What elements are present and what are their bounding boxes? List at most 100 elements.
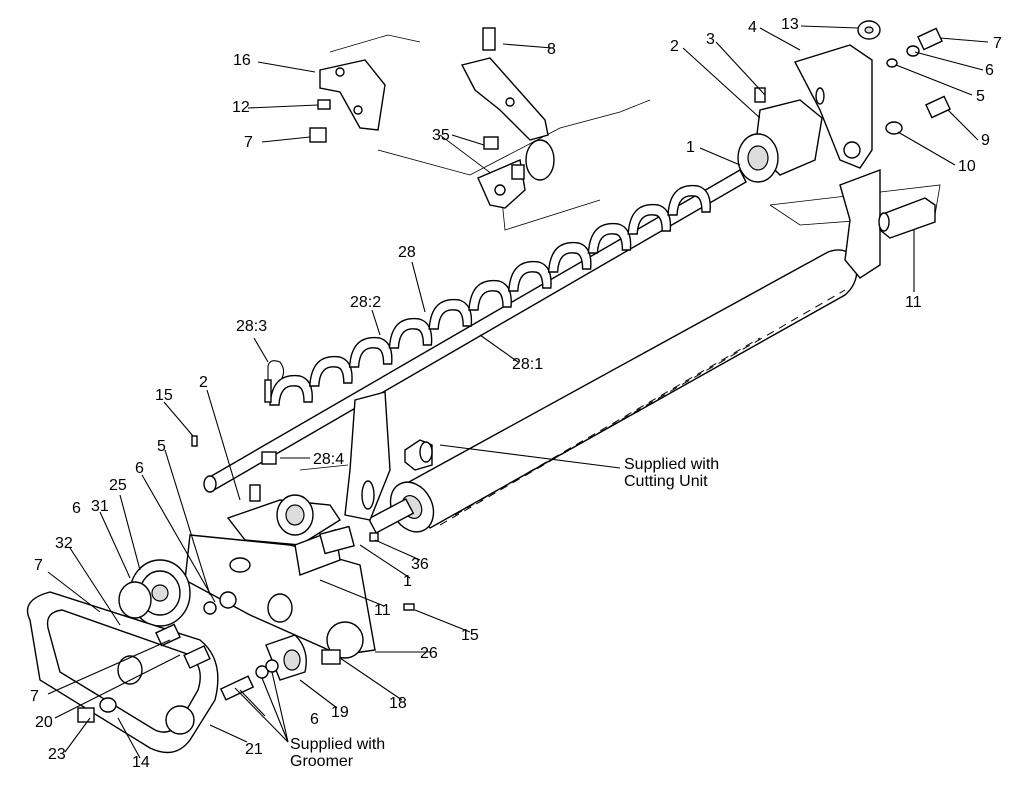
- callout-35: 35: [432, 127, 450, 144]
- upper-right-hardware: [857, 20, 951, 239]
- leader-line: [411, 261, 426, 313]
- leader-line: [206, 389, 241, 501]
- callout-4: 4: [748, 19, 757, 36]
- leader-line: [479, 334, 519, 363]
- callout-9: 9: [981, 132, 990, 149]
- leader-line: [69, 547, 121, 626]
- auger-flight: [269, 374, 313, 406]
- leader-line: [414, 609, 471, 633]
- note-supplied-with-cutting-unit: Supplied with Cutting Unit: [624, 456, 719, 490]
- callout-11-right: 11: [905, 294, 922, 311]
- upper-bearing-assembly: [737, 87, 823, 183]
- callout-16: 16: [233, 52, 251, 69]
- auger-flight: [547, 241, 592, 273]
- callout-28: 28: [398, 244, 416, 261]
- leader-line: [359, 544, 411, 579]
- callout-11-lower: 11: [374, 602, 391, 619]
- callout-10: 10: [958, 158, 976, 175]
- callout-8: 8: [547, 41, 556, 58]
- roller-stud: [404, 439, 433, 471]
- leader-line: [247, 104, 319, 109]
- leader-line: [239, 689, 266, 717]
- leader-line: [319, 579, 385, 607]
- leader-line: [163, 401, 194, 437]
- auger-flight: [508, 260, 552, 292]
- leader-line: [451, 134, 485, 146]
- note-line-2: Groomer: [290, 753, 354, 770]
- callout-28-4: 28:4: [313, 451, 345, 468]
- upper-left-bracket: [309, 59, 386, 143]
- leader-line: [715, 41, 766, 96]
- right-side-plate: [793, 44, 881, 279]
- note-line-1: Supplied with: [624, 456, 720, 473]
- auger-flight: [468, 279, 512, 311]
- callout-6-bottom: 6: [310, 711, 319, 728]
- leader-line: [339, 657, 403, 701]
- callout-15-upper: 15: [155, 387, 173, 404]
- auger-flight: [388, 317, 433, 349]
- callout-20: 20: [35, 714, 53, 731]
- callout-28-1: 28:1: [512, 356, 544, 373]
- leader-line: [374, 539, 421, 561]
- callout-28-2: 28:2: [350, 294, 382, 311]
- callout-7-left: 7: [34, 557, 43, 574]
- callout-21: 21: [245, 741, 263, 758]
- leader-line: [54, 654, 181, 719]
- callout-23: 23: [48, 746, 66, 763]
- callout-15-lower: 15: [461, 627, 479, 644]
- callout-14: 14: [132, 754, 150, 771]
- leader-line: [939, 37, 989, 43]
- callout-6-upper: 6: [985, 62, 994, 79]
- leader-line: [261, 136, 311, 143]
- auger-flight: [587, 222, 632, 254]
- auger-flights: [269, 184, 711, 406]
- auger-flight: [627, 203, 672, 235]
- leader-line: [47, 639, 171, 695]
- groomer-leader-line: [261, 677, 289, 743]
- callout-6-left: 6: [72, 500, 81, 517]
- leader-line: [119, 494, 141, 571]
- leader-line: [914, 51, 984, 71]
- callout-25: 25: [109, 477, 127, 494]
- callout-1-upper: 1: [686, 139, 695, 156]
- auger-flight: [348, 336, 393, 368]
- callout-7-top-left: 7: [244, 134, 253, 151]
- callout-18: 18: [389, 695, 407, 712]
- auger-shaft: [203, 169, 747, 493]
- auger-flight: [428, 298, 473, 330]
- callout-36: 36: [411, 556, 429, 573]
- callout-28-3: 28:3: [236, 318, 268, 335]
- callout-32: 32: [55, 535, 73, 552]
- callout-12: 12: [232, 99, 250, 116]
- leader-line: [64, 717, 91, 753]
- leader-line: [209, 724, 248, 743]
- leader-line: [117, 717, 141, 759]
- note-line-1: Supplied with: [290, 736, 386, 753]
- callout-26: 26: [420, 645, 438, 662]
- callout-5-lower: 5: [157, 438, 166, 455]
- upper-mid-bracket: [460, 27, 555, 209]
- groomer-leader-line: [234, 687, 289, 743]
- leader-line: [164, 449, 211, 596]
- leader-line: [253, 337, 269, 363]
- leader-line: [699, 147, 741, 166]
- leader-lines: [47, 25, 989, 759]
- note-line-2: Cutting Unit: [624, 473, 708, 490]
- callout-7-bottom: 7: [30, 688, 39, 705]
- leader-line: [99, 511, 131, 579]
- callout-2-lower: 2: [199, 374, 208, 391]
- callout-2-upper: 2: [670, 38, 679, 55]
- callout-5-upper: 5: [976, 88, 985, 105]
- note-supplied-with-groomer: Supplied with Groomer: [290, 736, 385, 770]
- groove-nut: [261, 451, 277, 465]
- leader-line: [895, 64, 973, 96]
- leader-line: [759, 27, 801, 51]
- leader-line: [502, 43, 553, 49]
- leader-line: [682, 47, 761, 119]
- callout-6-mid: 6: [135, 460, 144, 477]
- callout-1-lower: 1: [403, 573, 412, 590]
- callout-13: 13: [781, 16, 799, 33]
- leader-line: [257, 61, 316, 73]
- leader-line: [897, 131, 956, 166]
